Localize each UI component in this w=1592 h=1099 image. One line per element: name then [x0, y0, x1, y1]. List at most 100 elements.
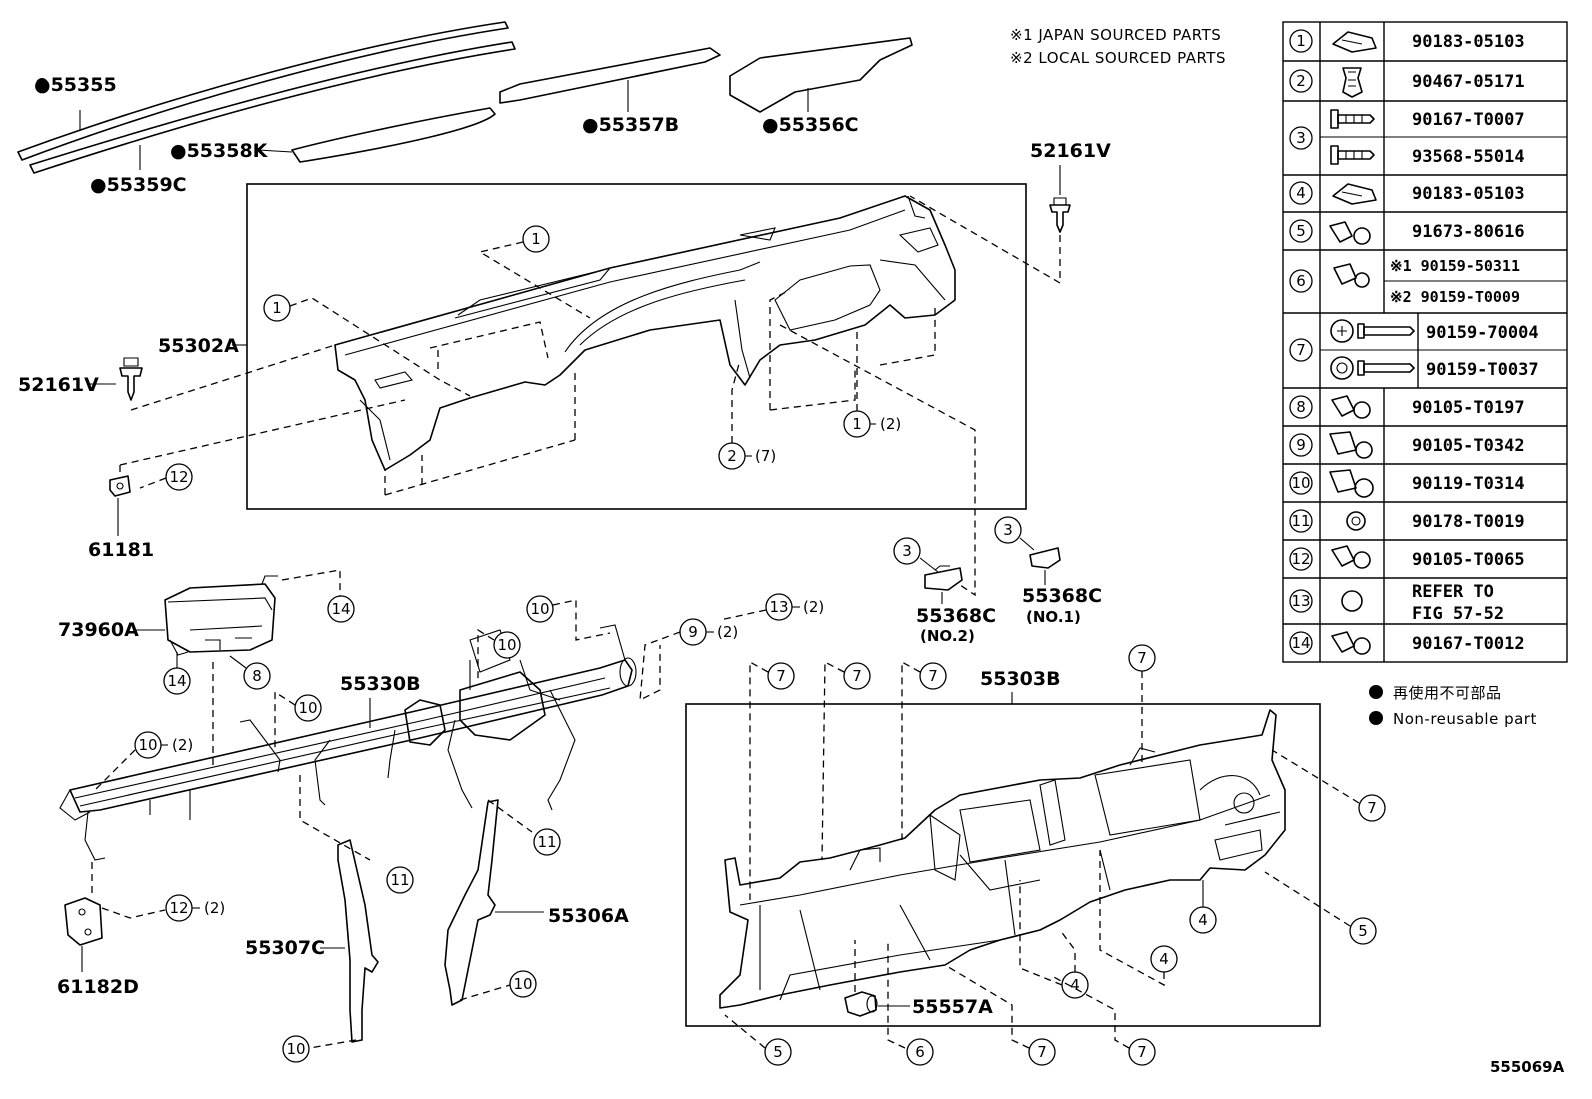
bolt-icon	[1331, 631, 1371, 655]
svg-text:9: 9	[688, 623, 698, 641]
clip-52161V-top[interactable]	[1049, 197, 1071, 233]
qty-1-2: (2)	[880, 415, 901, 433]
bracket-55368C-no1[interactable]	[1029, 547, 1061, 569]
callout-8: 8	[243, 662, 271, 690]
moulding-55359C[interactable]	[29, 41, 516, 174]
callout-7-b: 7	[843, 662, 871, 690]
callout-13: 13	[765, 593, 793, 621]
svg-text:4: 4	[1070, 976, 1080, 994]
label-55557A: 55557A	[912, 996, 993, 1018]
svg-text:90105-T0342: 90105-T0342	[1412, 436, 1525, 456]
table-row: 10 90119-T0314	[1289, 469, 1525, 498]
non-reusable-marker	[1369, 685, 1383, 699]
svg-text:10: 10	[497, 636, 516, 654]
callout-7-c: 7	[919, 662, 947, 690]
label-52161V-top: 52161V	[1030, 140, 1111, 162]
legend-en: Non-reusable part	[1393, 710, 1537, 728]
reinforcement-55330B[interactable]	[59, 624, 637, 861]
callout-14-left: 14	[163, 667, 191, 695]
label-55357B: ●55357B	[582, 114, 679, 136]
bracket-61182D[interactable]	[64, 897, 103, 946]
label-55368C-no1-sub: (NO.1)	[1026, 608, 1081, 626]
svg-text:5: 5	[773, 1043, 783, 1061]
svg-text:90105-T0197: 90105-T0197	[1412, 398, 1525, 418]
nut-icon	[1346, 511, 1366, 531]
bolt-icon	[1329, 469, 1374, 498]
cover-55356C[interactable]	[729, 37, 913, 113]
table-row: 13 REFER TO FIG 57-52	[1289, 582, 1504, 624]
table-row: 1 90183-05103	[1289, 29, 1525, 53]
garnish-55357B[interactable]	[499, 47, 721, 104]
svg-text:10: 10	[286, 1040, 305, 1058]
label-55355: ●55355	[34, 74, 117, 96]
instrument-panel-lower-55303B[interactable]	[719, 709, 1286, 1009]
label-61182D: 61182D	[57, 976, 139, 998]
label-55307C: 55307C	[245, 937, 325, 959]
instrument-panel-upper-55302A[interactable]	[334, 195, 956, 471]
callout-12-lower: 12	[165, 894, 193, 922]
clip-52161V-left[interactable]	[119, 357, 143, 401]
callout-11-right: 11	[533, 828, 561, 856]
svg-text:10: 10	[530, 600, 549, 618]
table-row: 7 90159-70004 90159-T0037	[1289, 319, 1539, 380]
callout-6: 6	[906, 1038, 934, 1066]
svg-text:8: 8	[252, 667, 262, 685]
svg-text:11: 11	[1291, 512, 1310, 530]
table-row: 3 90167-T0007 93568-55014	[1289, 109, 1525, 167]
table-row: 11 90178-T0019	[1289, 509, 1525, 533]
svg-text:REFER TO: REFER TO	[1412, 582, 1494, 602]
svg-text:90105-T0065: 90105-T0065	[1412, 550, 1525, 570]
label-52161V-left: 52161V	[18, 374, 99, 396]
svg-text:9: 9	[1296, 436, 1306, 454]
callout-4-c: 4	[1061, 971, 1089, 999]
qty-10-2: (2)	[172, 736, 193, 754]
svg-text:7: 7	[1037, 1043, 1047, 1061]
svg-text:11: 11	[537, 833, 556, 851]
connector-55557A[interactable]	[844, 991, 878, 1017]
clip-nut-icon	[1332, 183, 1377, 205]
garnish-55358K[interactable]	[291, 107, 496, 163]
washer-screw-icon	[1330, 319, 1415, 343]
callout-12-upper: 12	[165, 463, 193, 491]
label-55359C: ●55359C	[90, 174, 187, 196]
bolt-icon	[1329, 221, 1371, 245]
svg-text:5: 5	[1296, 222, 1306, 240]
svg-text:12: 12	[169, 468, 188, 486]
svg-text:2: 2	[727, 447, 737, 465]
brace-55307C[interactable]	[337, 839, 379, 1043]
svg-text:3: 3	[902, 542, 912, 560]
legend-jp: 再使用不可部品	[1393, 684, 1502, 702]
brace-55306A[interactable]	[444, 799, 499, 1006]
svg-text:93568-55014: 93568-55014	[1412, 147, 1525, 167]
svg-text:13: 13	[769, 598, 788, 616]
figure-id: 555069A	[1490, 1058, 1565, 1076]
svg-text:4: 4	[1198, 911, 1208, 929]
svg-text:5: 5	[1358, 922, 1368, 940]
callout-4-b: 4	[1150, 945, 1178, 973]
bolt-icon	[1333, 263, 1370, 288]
svg-text:12: 12	[1291, 550, 1310, 568]
callout-14-right: 14	[327, 595, 355, 623]
washer-screw-icon	[1330, 356, 1415, 380]
svg-text:8: 8	[1296, 398, 1306, 416]
svg-text:7: 7	[1137, 1043, 1147, 1061]
fastener-table	[1282, 21, 1568, 663]
callout-10-2-left: 10	[134, 731, 162, 759]
label-55306A: 55306A	[548, 905, 629, 927]
clip-nut-icon	[1332, 31, 1377, 53]
callout-10-airbag: 10	[294, 694, 322, 722]
svg-text:7: 7	[1137, 649, 1147, 667]
callout-3-no1: 3	[994, 516, 1022, 544]
bracket-55368C-no2[interactable]	[924, 565, 963, 591]
moulding-55355[interactable]	[17, 21, 509, 161]
svg-text:10: 10	[138, 736, 157, 754]
airbag-73960A[interactable]	[164, 575, 278, 656]
table-row: 2 90467-05171	[1289, 67, 1525, 98]
callout-11-left: 11	[386, 866, 414, 894]
svg-text:1: 1	[272, 299, 282, 317]
note-local-sourced: ※2 LOCAL SOURCED PARTS	[1010, 49, 1226, 67]
bracket-61181[interactable]	[109, 475, 131, 497]
callout-2-panel: 2	[718, 442, 746, 470]
callout-1-left: 1	[263, 294, 291, 322]
